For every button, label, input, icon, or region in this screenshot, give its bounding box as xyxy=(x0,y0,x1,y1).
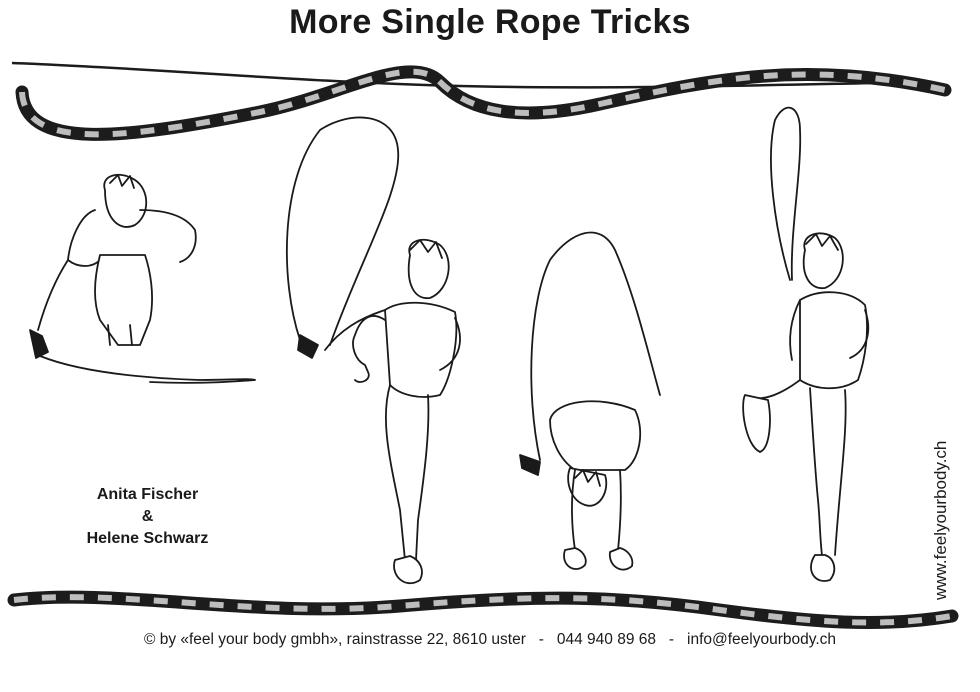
top-beaded-rope xyxy=(15,65,952,141)
figure-leg-lift xyxy=(742,106,870,582)
figure-crouch-jump xyxy=(29,173,256,384)
copyright-footer: © by «feel your body gmbh», rainstrasse … xyxy=(143,631,837,648)
author-ampersand: & xyxy=(141,508,154,525)
bottom-beaded-rope xyxy=(7,590,959,630)
author-line-2: Helene Schwarz xyxy=(86,530,209,547)
top-thin-rope xyxy=(11,61,931,89)
authors-block: Anita Fischer & Helene Schwarz xyxy=(55,484,240,550)
author-line-1: Anita Fischer xyxy=(96,486,199,503)
page-title: More Single Rope Tricks xyxy=(289,3,691,41)
figure-bend-over xyxy=(519,231,661,571)
website-vertical-text[interactable]: www.feelyourbody.ch xyxy=(931,440,950,600)
figure-leg-kick xyxy=(286,116,461,585)
